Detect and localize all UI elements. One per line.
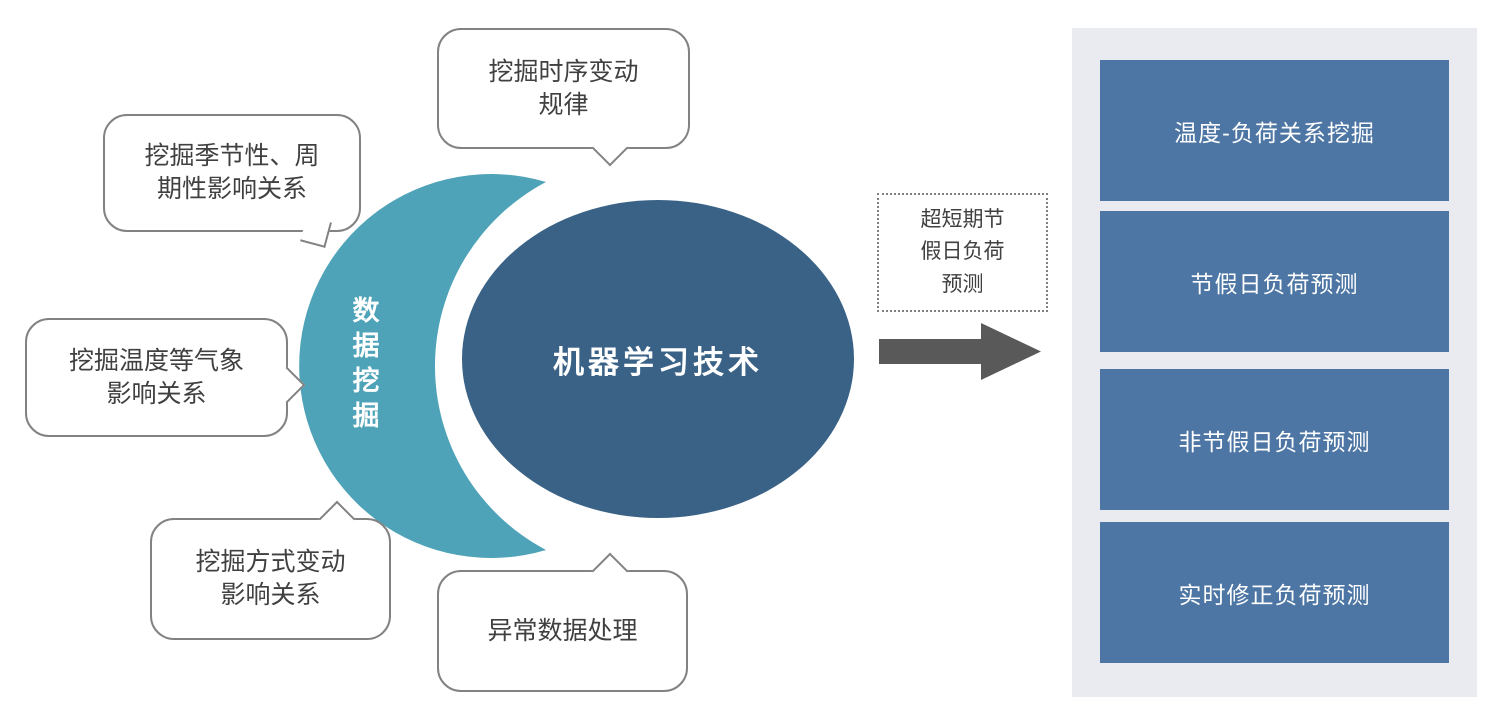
crescent-path bbox=[299, 173, 546, 558]
machine-learning-node: 机器学习技术 bbox=[462, 200, 854, 518]
output-box-label: 实时修正负荷预测 bbox=[1178, 581, 1371, 608]
output-box-label: 非节假日负荷预测 bbox=[1178, 428, 1371, 455]
output-box-label: 温度-负荷关系挖掘 bbox=[1174, 119, 1375, 146]
bubble-line: 规律 bbox=[538, 90, 589, 119]
bubble-line: 异常数据处理 bbox=[487, 616, 638, 645]
bubble-line: 挖掘温度等气象 bbox=[68, 346, 244, 375]
machine-learning-label: 机器学习技术 bbox=[553, 344, 763, 380]
output-box-holiday-forecast: 节假日负荷预测 bbox=[1100, 211, 1449, 352]
bubble-line: 挖掘时序变动 bbox=[488, 57, 639, 86]
bubble-seasonality: 挖掘季节性、周 期性影响关系 bbox=[103, 114, 361, 248]
arrow-label-line: 超短期节 bbox=[920, 207, 1005, 231]
data-mining-crescent-shape bbox=[299, 173, 546, 558]
output-box-non-holiday-forecast: 非节假日负荷预测 bbox=[1100, 369, 1449, 510]
output-box-temperature-load: 温度-负荷关系挖掘 bbox=[1100, 60, 1449, 201]
bubble-time-series: 挖掘时序变动 规律 bbox=[437, 28, 690, 167]
flow-arrow-shape bbox=[879, 323, 1041, 380]
bubble-line: 影响关系 bbox=[220, 581, 321, 609]
bubble-tail bbox=[591, 129, 629, 167]
bubble-mode-change: 挖掘方式变动 影响关系 bbox=[150, 500, 391, 640]
bubble-line: 挖掘方式变动 bbox=[195, 548, 346, 576]
bubble-line: 挖掘季节性、周 bbox=[144, 142, 320, 170]
bubble-abnormal-data: 异常数据处理 bbox=[437, 552, 688, 692]
arrow-label-box: 超短期节 假日负荷 预测 bbox=[877, 193, 1048, 312]
data-mining-label: 数据挖掘 bbox=[352, 296, 380, 431]
output-box-label: 节假日负荷预测 bbox=[1190, 270, 1359, 297]
bubble-line: 影响关系 bbox=[106, 379, 207, 408]
arrow-label-line: 假日负荷 bbox=[920, 240, 1005, 264]
bubble-temperature-weather: 挖掘温度等气象 影响关系 bbox=[25, 318, 306, 437]
arrow-label-line: 预测 bbox=[941, 272, 984, 296]
bubble-line: 期性影响关系 bbox=[156, 175, 307, 203]
output-panel: 温度-负荷关系挖掘 节假日负荷预测 非节假日负荷预测 实时修正负荷预测 bbox=[1072, 28, 1477, 697]
output-box-realtime-correction: 实时修正负荷预测 bbox=[1100, 522, 1449, 663]
bubble-tail bbox=[591, 552, 629, 590]
flow-arrow bbox=[879, 323, 1041, 380]
